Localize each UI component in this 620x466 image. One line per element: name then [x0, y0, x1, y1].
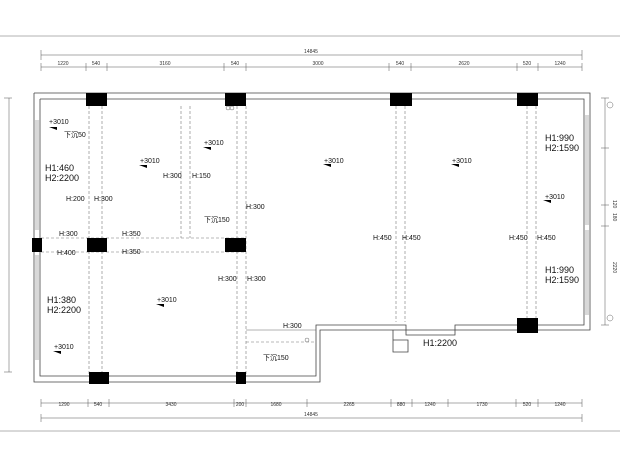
room1-h1: H1:460	[45, 163, 74, 173]
right-h2-top: H2:1590	[545, 143, 579, 153]
h350-a: H:350	[122, 231, 141, 238]
column-2	[225, 93, 246, 106]
elev-label-tl: +3010	[49, 119, 69, 126]
top-dim-8: 520	[523, 61, 532, 67]
h300-f: H:300	[247, 276, 266, 283]
right-dim-3: 2220	[611, 262, 617, 273]
column-1	[86, 93, 107, 106]
column-10	[236, 372, 246, 384]
bottom-dimensions: 1290 540 3430 200 1680 2265 880 1240 173…	[40, 399, 583, 422]
h200: H:200	[66, 196, 85, 203]
bottom-dim-8: 1240	[424, 402, 435, 408]
bottom-dim-6: 2265	[343, 402, 354, 408]
bottom-dim-9: 1730	[476, 402, 487, 408]
elev-label-right: +3010	[452, 158, 472, 165]
right-h2-bot: H2:1590	[545, 275, 579, 285]
column-9	[89, 372, 109, 384]
h150: H:150	[192, 173, 211, 180]
beam-lines	[41, 106, 537, 375]
h300-a: H:300	[163, 173, 182, 180]
bottom-dim-11: 1240	[554, 402, 565, 408]
right-h1-top: H1:990	[545, 133, 574, 143]
column-4	[517, 93, 538, 106]
h450-d: H:450	[537, 235, 556, 242]
outer-walls	[33, 92, 614, 383]
right-h1-bot: H1:990	[545, 265, 574, 275]
sunk-label-tl: 下沉50	[64, 131, 86, 139]
h450-a: H:450	[373, 235, 392, 242]
h1-2200: H1:2200	[423, 338, 457, 348]
h450-b: H:450	[402, 235, 421, 242]
top-dim-9: 1240	[554, 61, 565, 67]
column-5	[32, 238, 42, 252]
h300-b: H:300	[94, 196, 113, 203]
top-dim-4: 540	[231, 61, 240, 67]
sunk-150: 下沉150	[204, 216, 230, 224]
top-dim-1: 1220	[57, 61, 68, 67]
bottom-dim-4: 200	[236, 402, 245, 408]
column-3	[390, 93, 412, 106]
bottom-dim-5: 1680	[270, 402, 281, 408]
elev-label-side: +3010	[545, 194, 565, 201]
column-6	[87, 238, 107, 252]
h300-g: H:300	[283, 323, 302, 330]
elev-label-mid: +3010	[324, 158, 344, 165]
bottom-dim-2: 540	[94, 402, 103, 408]
top-dim-3: 3160	[159, 61, 170, 67]
top-dim-6: 540	[396, 61, 405, 67]
h300-e: H:300	[218, 276, 237, 283]
columns	[32, 93, 538, 384]
bottom-dim-7: 880	[397, 402, 406, 408]
column-8	[517, 318, 538, 333]
right-dim-1: 120	[611, 200, 617, 209]
top-dimensions: 14845 1220 540 3160 540 3000 540 2620 52…	[40, 49, 583, 71]
top-dim-7: 2620	[458, 61, 469, 67]
h450-c: H:450	[509, 235, 528, 242]
bottom-dim-10: 520	[523, 402, 532, 408]
annotations: +3010 下沉50 H1:460 H2:2200 +3010 H:300 H:…	[45, 119, 579, 362]
top-total-dim: 14845	[304, 49, 318, 55]
bottom-dim-1: 1290	[58, 402, 69, 408]
room3-h2: H2:2200	[47, 305, 81, 315]
room1-h2: H2:2200	[45, 173, 79, 183]
elev-label-room1: +3010	[140, 158, 160, 165]
h300-d: H:300	[59, 231, 78, 238]
elev-label-room2: +3010	[204, 140, 224, 147]
top-dim-2: 540	[92, 61, 101, 67]
bottom-total-dim: 14845	[304, 412, 318, 418]
right-dim-2: 180	[611, 213, 617, 222]
h400: H:400	[57, 250, 76, 257]
side-dimensions: 120 180 2220	[4, 97, 617, 373]
sunk-150-b: 下沉150	[263, 354, 289, 362]
room3-h1: H1:380	[47, 295, 76, 305]
h350-b: H:350	[122, 249, 141, 256]
elevation-markers	[49, 127, 551, 354]
top-dim-5: 3000	[312, 61, 323, 67]
h300-c: H:300	[246, 204, 265, 211]
elev-label-room3: +3010	[157, 297, 177, 304]
bottom-dim-3: 3430	[165, 402, 176, 408]
elev-label-bl: +3010	[54, 344, 74, 351]
column-7	[225, 238, 246, 252]
